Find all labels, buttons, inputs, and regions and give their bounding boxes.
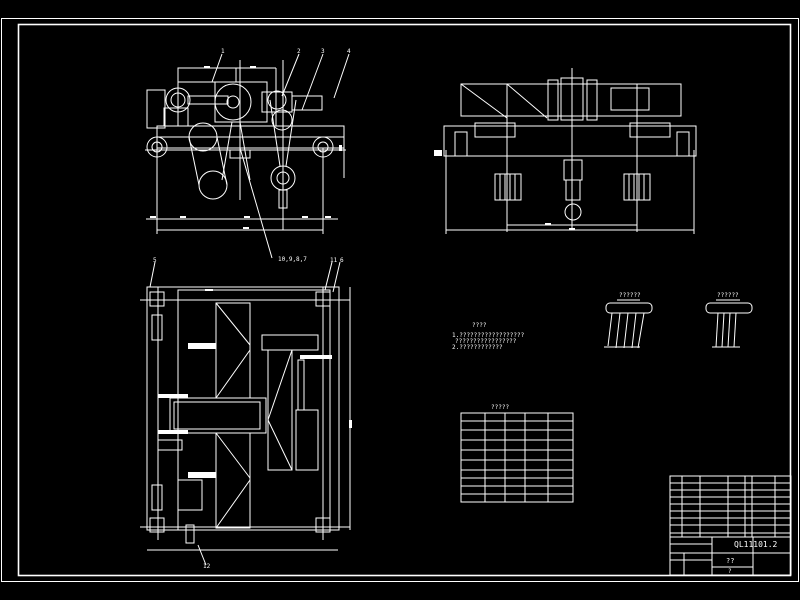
outer-border xyxy=(1,18,799,582)
notes-title: ???? xyxy=(472,322,487,329)
callout-12: 12 xyxy=(203,563,211,570)
callout-4: 4 xyxy=(347,48,351,55)
detail-view-left xyxy=(604,299,653,349)
plan-view xyxy=(140,261,352,566)
notes-line-3: 2.???????????? xyxy=(452,344,503,351)
spec-table xyxy=(460,412,574,503)
drawing-number: QL11101.2 xyxy=(734,540,778,549)
notes-line-2: ????????????????? xyxy=(455,338,517,345)
title-block-scale: ? xyxy=(728,568,732,575)
callout-1: 1 xyxy=(221,48,225,55)
detail-title-left: ?????? xyxy=(619,292,641,299)
callout-2: 2 xyxy=(297,48,301,55)
callout-3: 3 xyxy=(321,48,325,55)
rope-pulley-right xyxy=(623,173,651,201)
title-block-name: ?? xyxy=(726,557,735,565)
callout-10-9-8-7: 10,9,8,7 xyxy=(278,256,307,263)
rope-pulley-left xyxy=(494,173,522,201)
callout-5: 5 xyxy=(153,257,157,264)
notes-line-1: 1.?????????????????? xyxy=(452,332,525,339)
spec-table-title: ????? xyxy=(491,404,510,411)
callout-11: 11 xyxy=(330,257,338,264)
inner-border xyxy=(17,23,792,577)
detail-title-right: ?????? xyxy=(717,292,739,299)
side-view xyxy=(434,68,697,234)
callout-6: 6 xyxy=(340,257,344,264)
title-block xyxy=(669,475,792,576)
front-view xyxy=(145,53,350,259)
detail-view-right xyxy=(705,299,753,348)
